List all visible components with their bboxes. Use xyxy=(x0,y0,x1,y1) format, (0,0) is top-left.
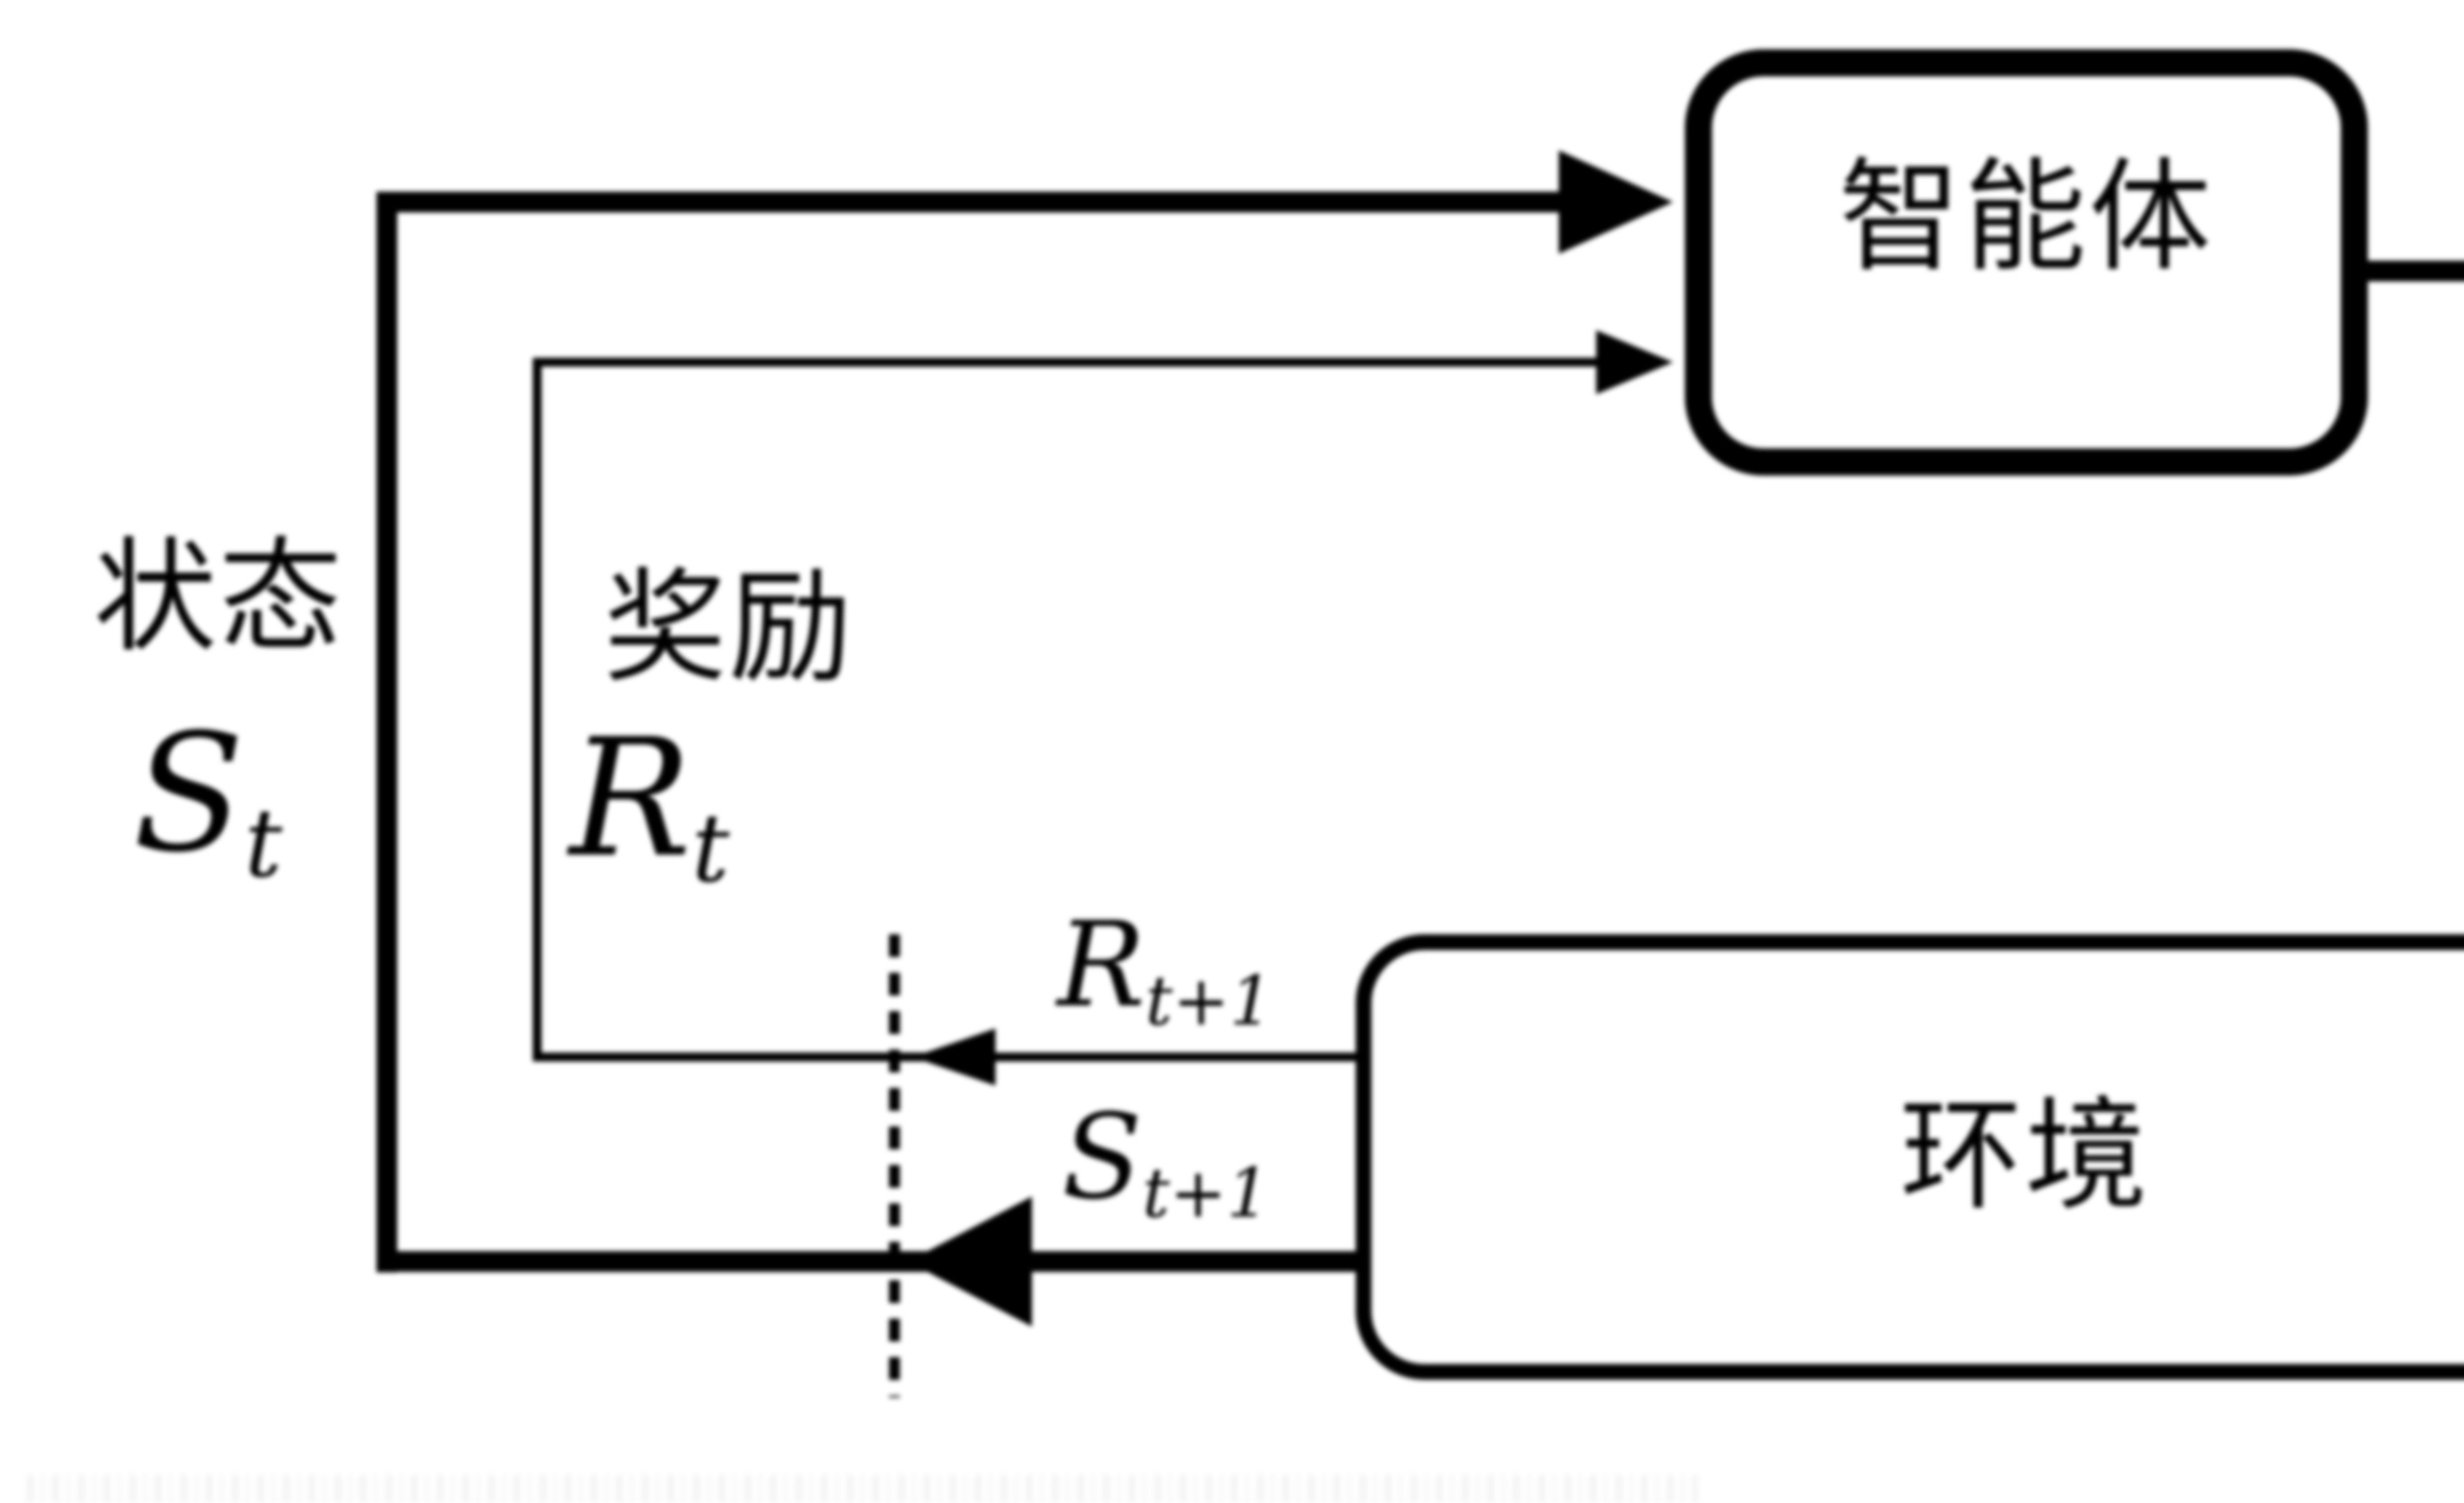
time-boundary-dashed-line xyxy=(889,934,900,1398)
next-reward-symbol-subscript: t+1 xyxy=(1145,961,1273,1041)
action-line-from-agent xyxy=(2368,261,2464,281)
state-arrowhead-icon xyxy=(1559,150,1673,254)
reward-arrowhead-icon xyxy=(1596,330,1673,394)
state-caption: 状态 xyxy=(94,530,344,667)
next-state-line xyxy=(376,1251,1356,1272)
next-state-arrowhead-icon xyxy=(908,1196,1032,1327)
state-symbol: St xyxy=(133,712,282,891)
reward-loop-vertical-line xyxy=(533,358,542,1061)
reward-loop-top-line xyxy=(533,358,1596,367)
state-symbol-subscript: t xyxy=(244,788,282,899)
environment-box: 环境 xyxy=(1356,934,2464,1380)
state-loop-top-line xyxy=(376,192,1562,212)
reward-symbol: Rt xyxy=(569,717,729,896)
next-reward-arrowhead-icon xyxy=(913,1028,995,1086)
next-state-symbol-base: S xyxy=(1062,1089,1143,1226)
agent-box: 智能体 xyxy=(1685,49,2368,476)
state-loop-vertical-line xyxy=(376,192,397,1272)
next-reward-symbol: Rt+1 xyxy=(1057,907,1273,1035)
reward-symbol-subscript: t xyxy=(691,793,730,904)
next-state-symbol-subscript: t+1 xyxy=(1142,1153,1270,1233)
agent-box-label: 智能体 xyxy=(1839,150,2214,286)
next-reward-symbol-base: R xyxy=(1057,897,1146,1033)
reward-symbol-base: R xyxy=(569,704,692,893)
reward-caption: 奖励 xyxy=(604,561,854,697)
environment-box-label: 环境 xyxy=(1900,1089,2151,1225)
cutoff-caption-fragment xyxy=(27,1474,1698,1503)
next-state-symbol: St+1 xyxy=(1062,1099,1270,1228)
state-symbol-base: S xyxy=(133,699,245,888)
